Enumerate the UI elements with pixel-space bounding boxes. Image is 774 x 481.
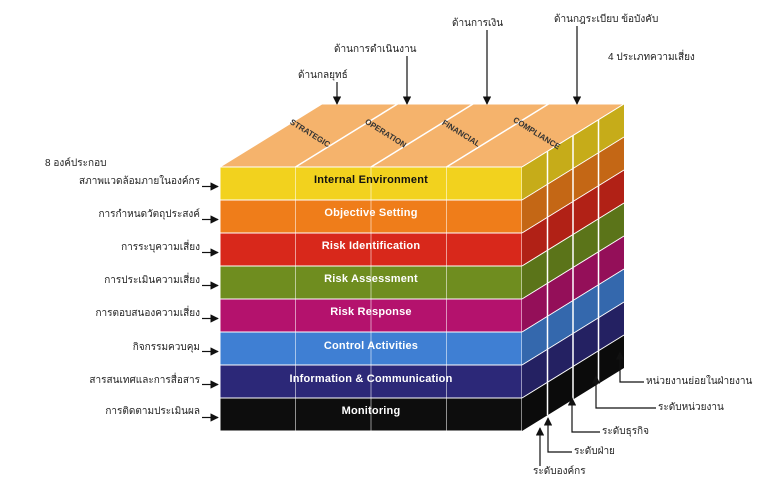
left-label-objective-setting: การกำหนดวัตถุประสงค์	[98, 209, 200, 220]
cube-front-face	[219, 166, 523, 432]
right-label-division-level: ระดับฝ่าย	[574, 446, 615, 457]
top-label-operation: ด้านการดำเนินงาน	[334, 44, 417, 55]
band-risk-identification: Risk Identification	[321, 240, 421, 252]
top-face-divider	[295, 103, 398, 168]
cube-side-face	[521, 103, 625, 431]
top-face-divider	[370, 103, 474, 168]
left-label-risk-assessment: การประเมินความเสี่ยง	[104, 275, 200, 286]
band-monitoring: Monitoring	[341, 405, 401, 417]
annotation-arrows	[202, 26, 656, 466]
band-risk-assessment: Risk Assessment	[324, 273, 418, 285]
level-arrow-unit	[591, 375, 656, 409]
level-arrow-business	[567, 397, 600, 433]
top-label-financial: ด้านการเงิน	[452, 18, 504, 29]
left-label-risk-response: การตอบสนองความเสี่ยง	[95, 308, 201, 319]
left-label-control-activities: กิจกรรมควบคุม	[132, 342, 200, 353]
level-arrow-division	[543, 417, 572, 453]
top-face-divider	[446, 103, 549, 168]
top-label-strategic: ด้านกลยุทธ์	[298, 70, 348, 81]
top-label-compliance: ด้านกฎระเบียบ ข้อบังคับ	[554, 14, 659, 25]
band-information-communication: Information & Communication	[289, 373, 453, 385]
band-objective-setting: Objective Setting	[324, 207, 418, 219]
band-control-activities: Control Activities	[323, 340, 419, 352]
level-arrow-sub-unit	[615, 351, 644, 383]
left-label-risk-identification: การระบุความเสี่ยง	[121, 242, 200, 253]
top-label-summary: 4 ประเภทความเสี่ยง	[608, 52, 695, 63]
left-label-internal-environment: สภาพแวดล้อมภายในองค์กร	[79, 176, 200, 187]
left-summary-label: 8 องค์ประกอบ	[45, 158, 107, 169]
band-risk-response: Risk Response	[330, 306, 412, 318]
band-internal-environment: Internal Environment	[313, 174, 429, 186]
right-label-business-level: ระดับธุรกิจ	[602, 426, 649, 437]
right-label-organization-level: ระดับองค์กร	[533, 466, 586, 477]
left-label-monitoring: การติดตามประเมินผล	[105, 406, 200, 417]
right-label-unit-level: ระดับหน่วยงาน	[658, 402, 724, 413]
left-label-information-communication: สารสนเทศและการสื่อสาร	[89, 375, 200, 386]
right-label-sub-unit: หน่วยงานย่อยในฝ่ายงาน	[646, 376, 753, 387]
